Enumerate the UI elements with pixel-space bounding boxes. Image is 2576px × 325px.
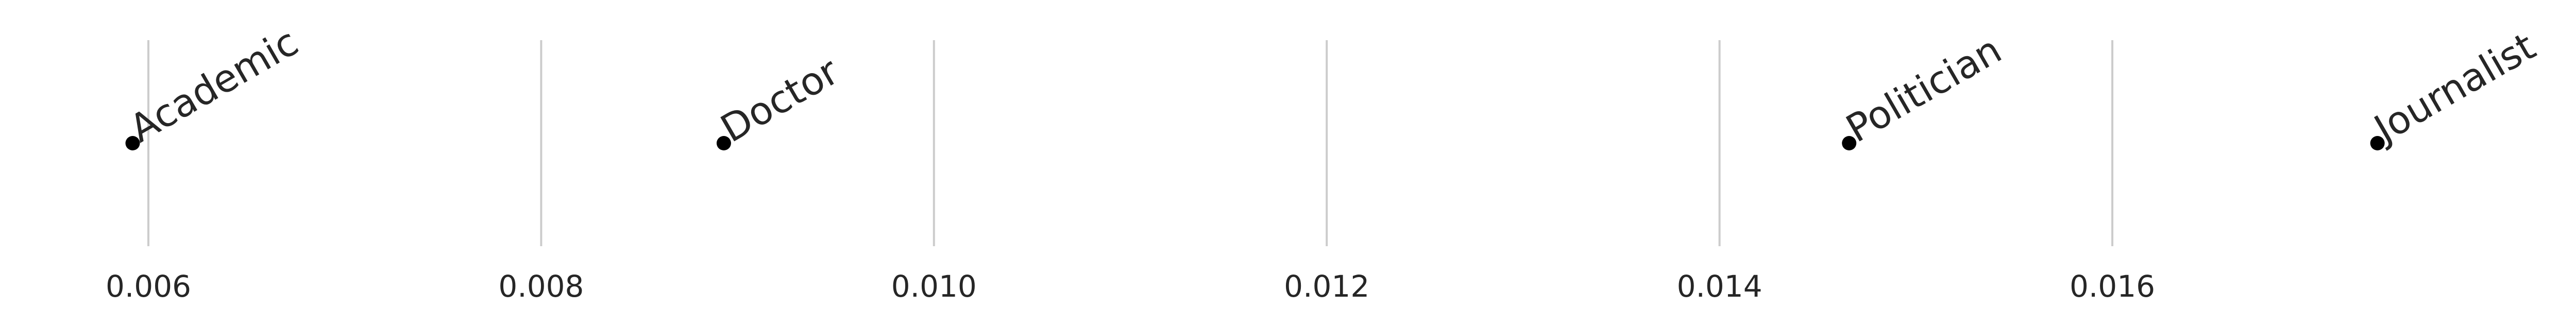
x-tick-label: 0.012 — [1284, 269, 1369, 304]
point-group-journalist: Journalist — [2365, 24, 2543, 152]
data-points: Academic Doctor Politician Journalist — [123, 20, 2543, 152]
data-point-marker — [2370, 136, 2385, 150]
x-tick-label: 0.008 — [498, 269, 584, 304]
data-point-marker — [716, 136, 731, 150]
x-tick-label: 0.014 — [1677, 269, 1762, 304]
data-point-marker — [125, 136, 140, 150]
data-point-label: Politician — [1839, 27, 2009, 151]
point-group-politician: Politician — [1839, 27, 2009, 151]
gridlines — [147, 40, 2113, 246]
x-tick-label: 0.010 — [891, 269, 977, 304]
data-point-label: Academic — [123, 20, 306, 151]
point-group-academic: Academic — [123, 20, 306, 151]
data-point-label: Doctor — [714, 49, 846, 151]
data-point-label: Journalist — [2365, 24, 2543, 152]
point-group-doctor: Doctor — [714, 49, 846, 151]
data-point-marker — [1842, 136, 1857, 150]
x-axis-ticks: 0.006 0.008 0.010 0.012 0.014 0.016 — [106, 269, 2155, 304]
x-tick-label: 0.006 — [106, 269, 191, 304]
x-tick-label: 0.016 — [2070, 269, 2155, 304]
